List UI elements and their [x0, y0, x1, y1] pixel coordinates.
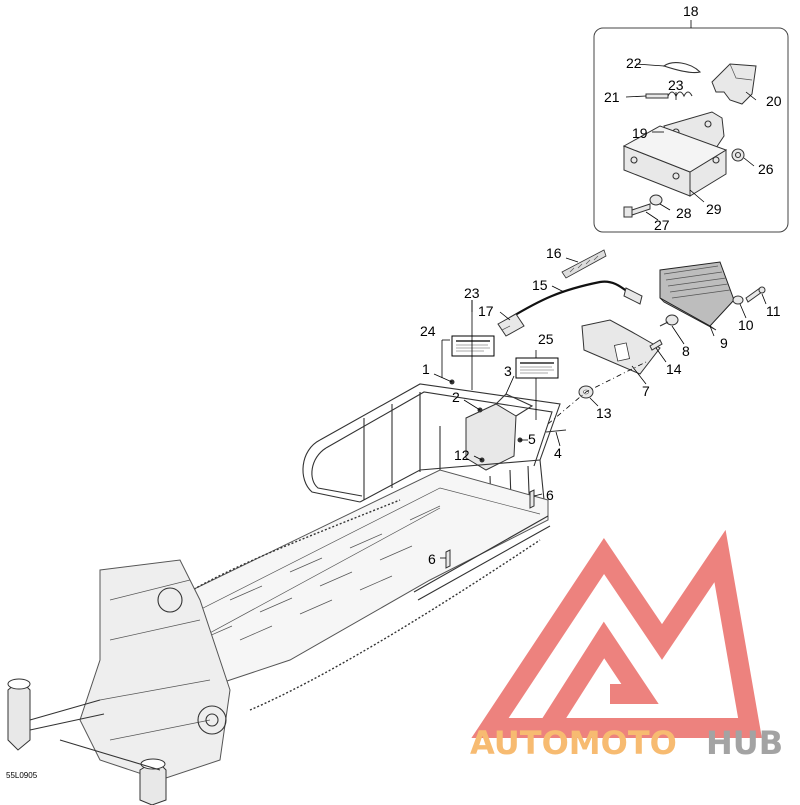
- callout-23: 23: [464, 285, 480, 301]
- callout-25: 25: [538, 331, 554, 347]
- callout-8: 8: [682, 343, 690, 359]
- callout-4: 4: [554, 445, 562, 461]
- callout-12: 12: [454, 447, 470, 463]
- callout-11: 11: [766, 303, 781, 319]
- brand-name-automoto: AUTOMOTO: [470, 724, 677, 762]
- screw-part-11: [745, 286, 766, 303]
- callout-26: 26: [758, 161, 774, 177]
- callout-28: 28: [676, 205, 692, 221]
- callout-7: 7: [642, 383, 650, 399]
- plate-part-29: [622, 125, 728, 197]
- warning-label-part-25: [515, 357, 559, 379]
- callout-13: 13: [596, 405, 612, 421]
- tail-light-assembly: [497, 249, 766, 425]
- bracket-part-20: [711, 63, 757, 105]
- callout-6: 6: [428, 551, 436, 567]
- callout-5: 5: [528, 431, 536, 447]
- callout-6: 6: [546, 487, 554, 503]
- callout-27: 27: [654, 217, 670, 233]
- bolt-part-27: [623, 203, 651, 218]
- callout-10: 10: [738, 317, 754, 333]
- callout-17: 17: [478, 303, 494, 319]
- detail-inset-18: [593, 20, 789, 233]
- callout-29: 29: [706, 201, 722, 217]
- callout-18: 18: [683, 3, 699, 19]
- connector-part-17: [497, 313, 525, 337]
- bulb-part-8: [659, 314, 679, 327]
- callout-24: 24: [420, 323, 436, 339]
- callout-1: 1: [422, 361, 430, 377]
- callout-19: 19: [632, 125, 648, 141]
- screw-part-14: [649, 339, 663, 351]
- leader-lines: [433, 63, 767, 559]
- callout-2: 2: [452, 389, 460, 405]
- callout-3: 3: [504, 363, 512, 379]
- nut-part-26: [731, 148, 745, 162]
- callout-22: 22: [626, 55, 642, 71]
- callout-23: 23: [668, 77, 684, 93]
- drawing-reference-code: 55L0905: [6, 771, 38, 780]
- warning-label-part-24: [451, 335, 495, 357]
- pin-part-21: [645, 93, 669, 99]
- washer-part-28: [649, 194, 663, 206]
- callout-9: 9: [720, 335, 728, 351]
- washer-part-10: [732, 295, 744, 305]
- wire-loom-part-16: [561, 249, 607, 279]
- wiring-harness-part-15: [509, 280, 643, 319]
- automotohub-logo-mark: [471, 529, 762, 738]
- callout-20: 20: [766, 93, 782, 109]
- brand-name-hub: HUB: [706, 724, 783, 762]
- callout-numbers: 18 22 23 20 21 19 26 29 28 27 16 15 23 1…: [420, 3, 782, 567]
- spring-part-23: [667, 91, 693, 98]
- cargo-rack-frame: [7, 379, 567, 805]
- cotter-pin-part-22: [662, 62, 702, 74]
- automotohub-watermark: AUTOMOTO HUB: [470, 529, 783, 762]
- callout-15: 15: [532, 277, 548, 293]
- lamp-housing-part-9: [659, 261, 735, 331]
- callout-14: 14: [666, 361, 682, 377]
- callout-21: 21: [604, 89, 620, 105]
- lens-part-7: [581, 319, 661, 375]
- callout-16: 16: [546, 245, 562, 261]
